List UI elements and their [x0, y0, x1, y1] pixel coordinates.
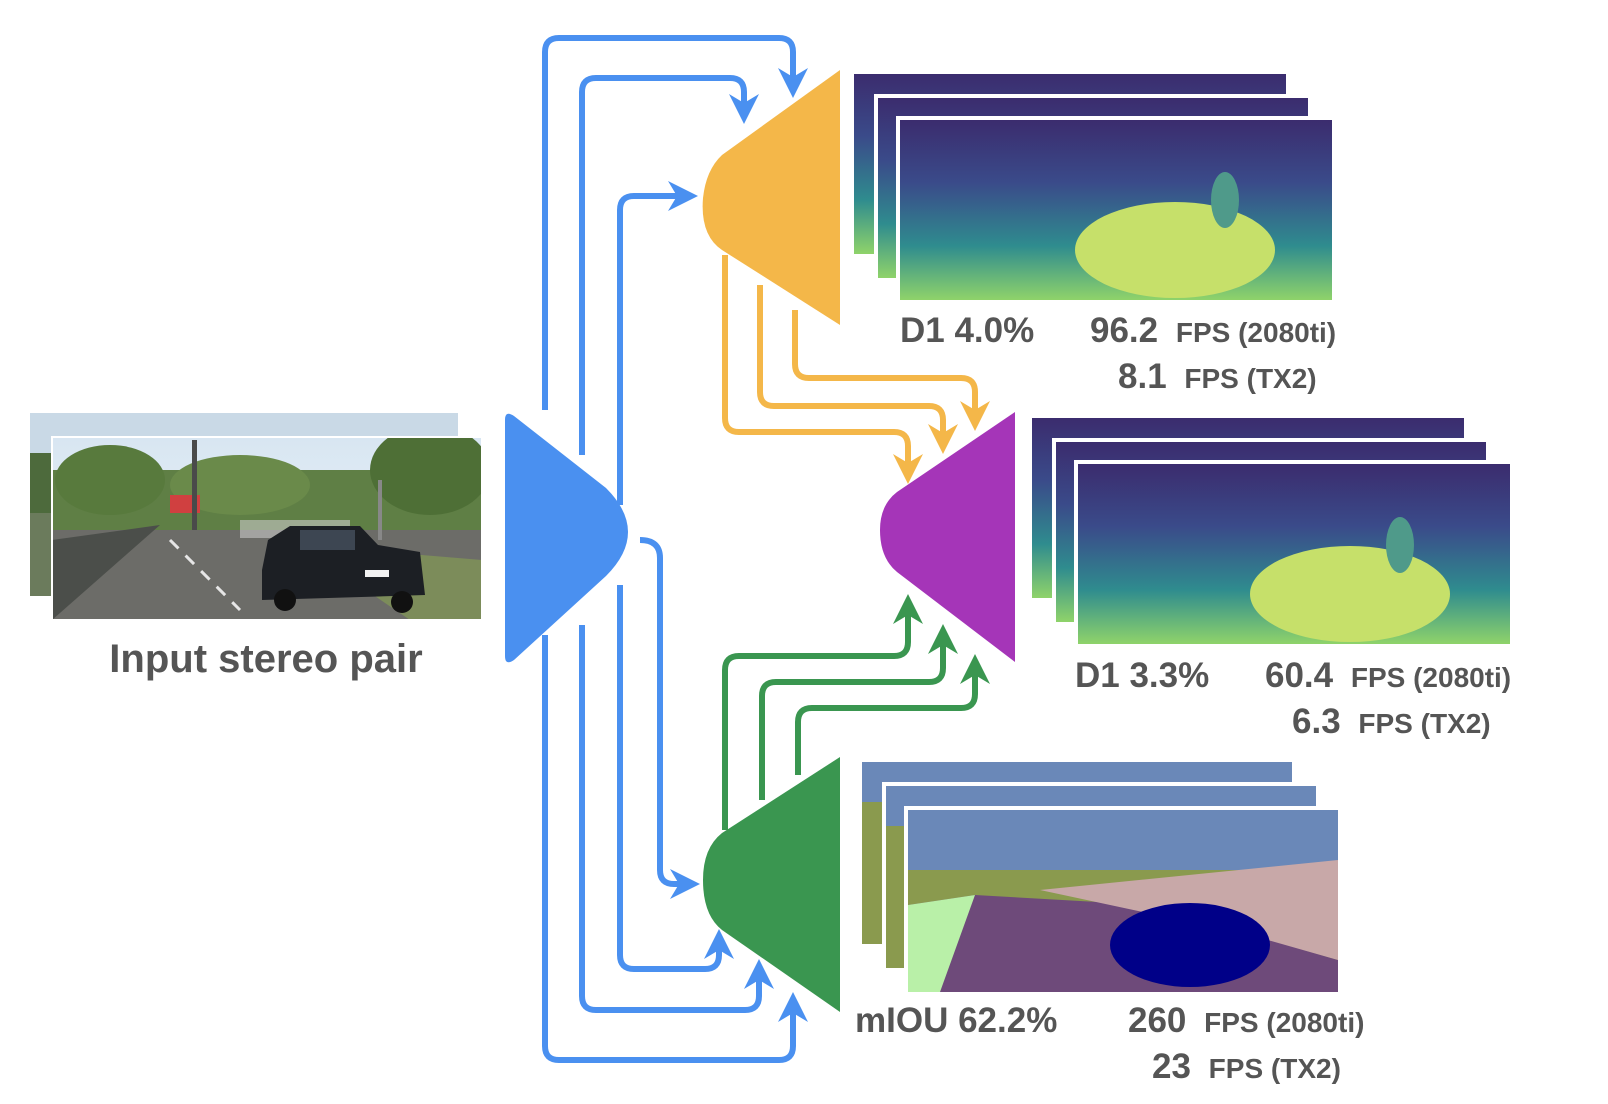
refined-fps-2080ti-unit: FPS (2080ti) [1351, 662, 1511, 693]
svg-text:260 FPS (2080ti): 260 FPS (2080ti) [1128, 1001, 1364, 1040]
segmentation-fps-tx2-unit: FPS (TX2) [1209, 1053, 1341, 1084]
stereo-image-front [52, 437, 482, 620]
encoder-connections [542, 35, 808, 1063]
arrow-enc-to-disp-1 [542, 35, 808, 410]
refined-stats: D1 3.3% 60.4 FPS (2080ti) 6.3 FPS (TX2) [1075, 656, 1511, 741]
encoder-block [505, 413, 628, 663]
input-stereo-pair: Input stereo pair [30, 413, 483, 681]
segmentation-fps-2080ti-unit: FPS (2080ti) [1204, 1007, 1364, 1038]
disparity-to-refinement-connections [722, 255, 990, 484]
disparity-fps-tx2-value: 8.1 [1118, 357, 1167, 396]
svg-text:6.3 FPS (TX2): 6.3 FPS (TX2) [1292, 702, 1491, 741]
segmentation-fps-tx2-value: 23 [1152, 1047, 1191, 1086]
arrow-enc-to-seg-2 [617, 585, 734, 972]
disparity-fps-tx2-unit: FPS (TX2) [1184, 363, 1316, 394]
segmentation-output-stack [862, 762, 1342, 996]
svg-text:8.1 FPS (TX2): 8.1 FPS (TX2) [1118, 357, 1317, 396]
arrow-enc-to-seg-1 [639, 537, 700, 899]
disparity-output-stack [854, 74, 1336, 304]
disparity-fps-2080ti-value: 96.2 [1090, 311, 1158, 350]
svg-text:96.2 FPS (2080ti): 96.2 FPS (2080ti) [1090, 311, 1336, 350]
segmentation-map-front [908, 810, 1338, 992]
disparity-fps-2080ti-unit: FPS (2080ti) [1176, 317, 1336, 348]
disparity-stats: D1 4.0% 96.2 FPS (2080ti) 8.1 FPS (TX2) [900, 311, 1336, 396]
segmentation-decoder-block [703, 757, 840, 1012]
segmentation-to-refinement-connections [722, 594, 990, 830]
svg-text:23 FPS (TX2): 23 FPS (TX2) [1152, 1047, 1341, 1086]
arrow-disp-to-ref-3 [722, 255, 923, 484]
refined-metric: D1 3.3% [1075, 656, 1209, 695]
segmentation-stats: mIOU 62.2% 260 FPS (2080ti) 23 FPS (TX2) [855, 1001, 1364, 1086]
arrow-enc-to-disp-3 [617, 181, 698, 505]
segmentation-fps-2080ti-value: 260 [1128, 1001, 1186, 1040]
refined-output-stack [1032, 418, 1514, 648]
disparity-metric: D1 4.0% [900, 311, 1034, 350]
arrow-disp-to-ref-2 [757, 285, 958, 454]
svg-text:60.4 FPS (2080ti): 60.4 FPS (2080ti) [1265, 656, 1511, 695]
arrow-disp-to-ref-1 [792, 310, 990, 431]
refinement-decoder-block [880, 412, 1015, 662]
segmentation-metric: mIOU 62.2% [855, 1001, 1057, 1040]
input-label: Input stereo pair [109, 637, 422, 681]
arrow-enc-to-seg-3 [579, 625, 774, 1013]
arrow-seg-to-ref-2 [759, 624, 958, 800]
refined-fps-tx2-value: 6.3 [1292, 702, 1341, 741]
arrow-seg-to-ref-3 [795, 654, 990, 775]
arrow-enc-to-disp-2 [579, 75, 759, 455]
refined-fps-tx2-unit: FPS (TX2) [1358, 708, 1490, 739]
arrow-seg-to-ref-1 [722, 594, 923, 830]
arrow-enc-to-seg-4 [542, 635, 808, 1063]
disparity-decoder-block [702, 70, 840, 325]
refined-fps-2080ti-value: 60.4 [1265, 656, 1334, 695]
